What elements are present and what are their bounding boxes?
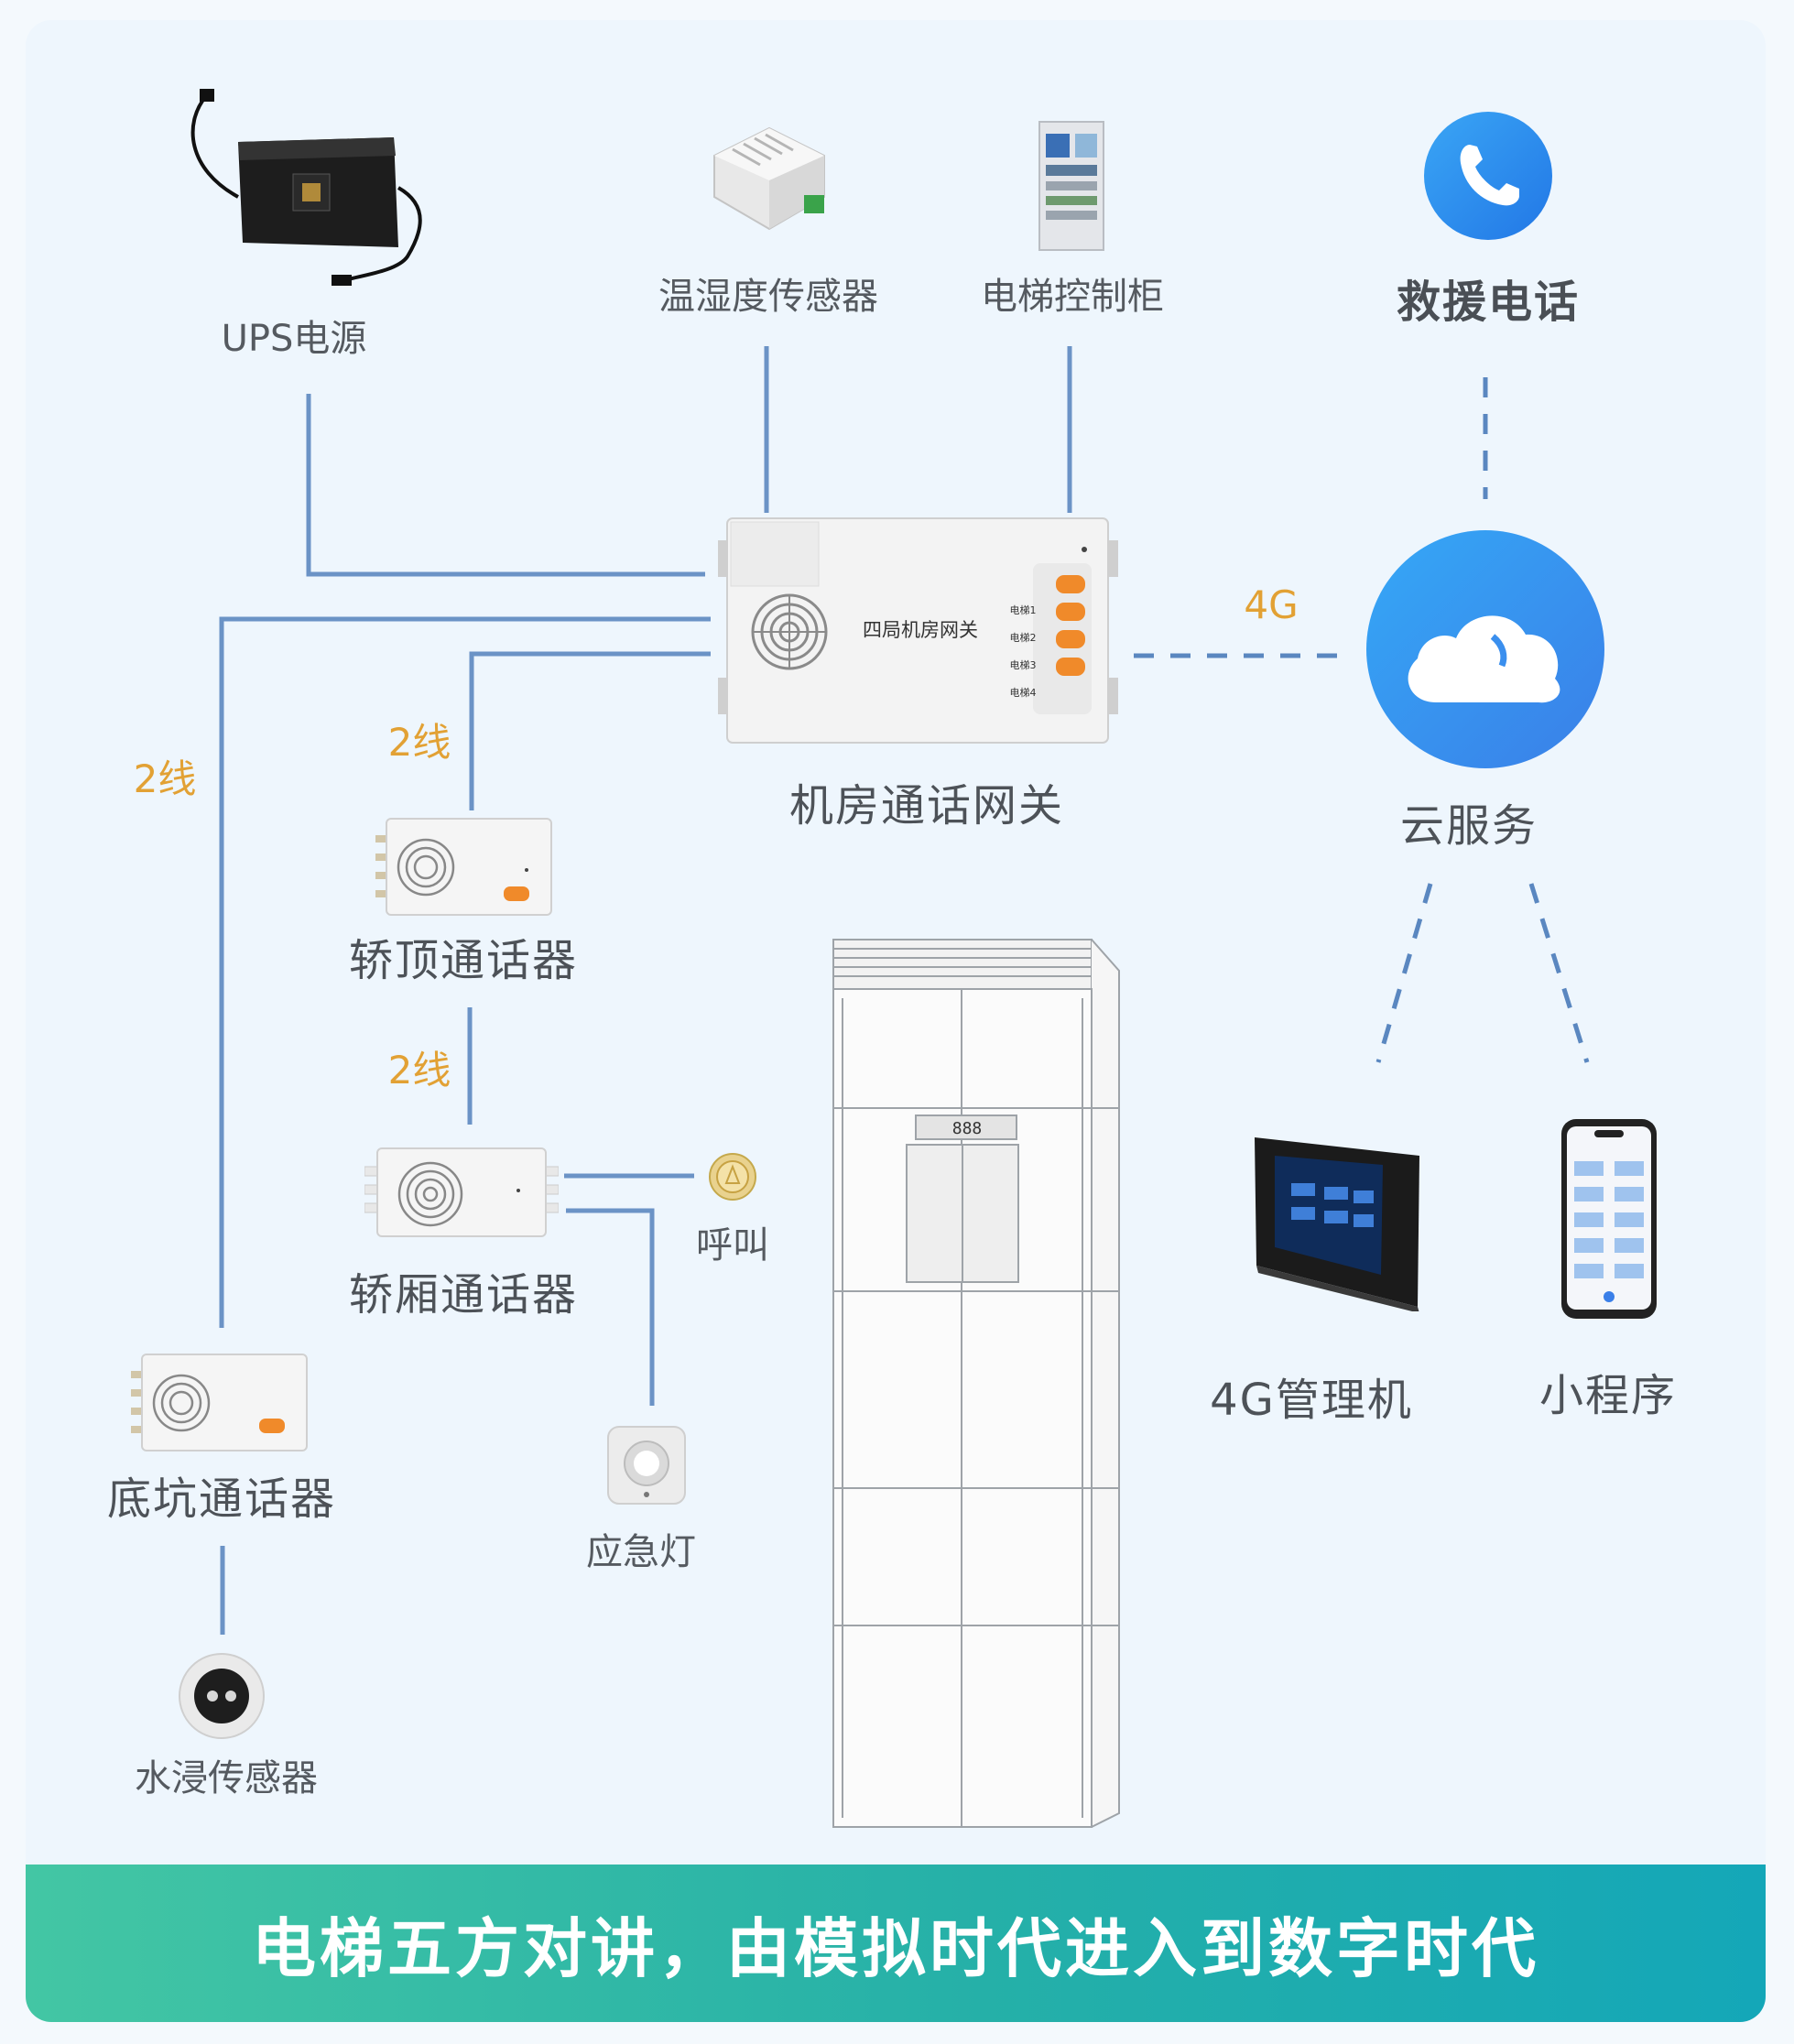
line-gateway-pit [219,616,711,1328]
water-sensor-label: 水浸传感器 [135,1757,318,1799]
emergency-light-label: 应急灯 [586,1531,696,1573]
car-intercom-label: 轿厢通话器 [348,1269,579,1321]
ups-label: UPS电源 [221,318,367,360]
top-intercom-device [375,818,552,916]
mini-program-phone [1561,1119,1657,1319]
gateway-button-3-label: 电梯3 [1009,659,1037,671]
cloud-icon [1366,530,1604,768]
phone-icon [1424,112,1552,240]
car-floor-display: 888 [951,1119,983,1138]
pit-intercom-device [131,1354,308,1451]
gateway-device [718,517,1118,744]
top-intercom-label: 轿顶通话器 [348,935,579,986]
wire-label-car: 2线 [387,1048,451,1093]
pit-intercom-label: 底坑通话器 [106,1473,337,1525]
wire-label-top: 2线 [387,720,451,765]
control-cabinet-icon [1038,121,1104,251]
cloud-label: 云服务 [1399,800,1538,852]
elevator-shaft-illustration [832,939,1120,1828]
gateway-panel-label: 四局机房网关 [863,619,978,641]
gateway-button-1-label: 电梯1 [1009,604,1037,616]
line-cloud-miniprogram [1528,883,1590,1063]
wire-label-pit: 2线 [133,756,197,801]
ups-power-icon [190,89,422,286]
car-intercom-device [364,1147,559,1237]
control-cabinet-label: 电梯控制柜 [981,276,1164,318]
water-sensor-icon [179,1653,265,1739]
line-gateway-top [469,651,711,810]
footer-banner: 电梯五方对讲，由模拟时代进入到数字时代 [26,1865,1766,2022]
emergency-light-icon [607,1426,686,1505]
mini-program-label: 小程序 [1538,1370,1678,1421]
gateway-button-4-label: 电梯4 [1009,687,1037,699]
temp-humidity-sensor-label: 温湿度传感器 [658,276,878,318]
manager-4g-label: 4G管理机 [1210,1375,1413,1426]
gateway-label: 机房通话网关 [788,780,1065,832]
call-label: 呼叫 [696,1224,769,1267]
line-ups-gateway [306,394,705,577]
manager-4g-device [1255,1137,1419,1311]
line-car-light [566,1208,655,1406]
line-cloud-manager [1375,883,1433,1063]
call-button-icon[interactable] [708,1152,757,1201]
gateway-button-2-label: 电梯2 [1009,632,1037,644]
temp-humidity-sensor-icon [713,126,825,231]
wire-label-4g: 4G [1244,582,1299,627]
rescue-phone-label: 救援电话 [1396,277,1581,328]
footer-title: 电梯五方对讲，由模拟时代进入到数字时代 [252,1910,1539,1986]
